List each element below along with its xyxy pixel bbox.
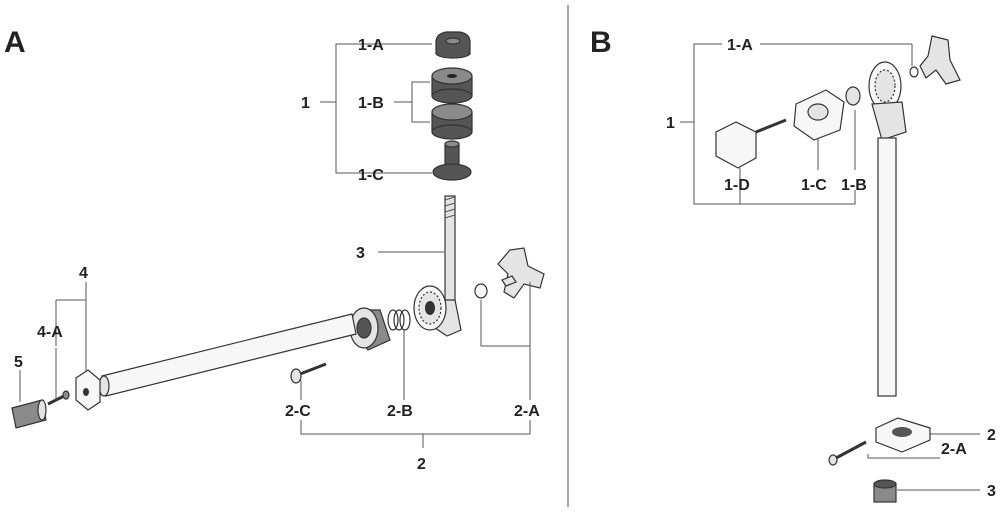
panel-a-letter: A	[4, 26, 26, 59]
part-a-5-end-cap	[11, 399, 47, 429]
part-a-1a-wing-nut	[435, 31, 471, 59]
part-a-4a-bolt	[47, 390, 70, 406]
panel-b: B 1 1-A 1-D 1-C 1-B	[590, 26, 996, 503]
label-a-2b: 2-B	[387, 403, 413, 420]
part-a-adjust-knob	[349, 307, 391, 351]
panel-b-letter: B	[590, 26, 612, 59]
part-a-2c-bolt	[290, 362, 327, 384]
label-a-2c: 2-C	[285, 403, 311, 420]
label-a-1a: 1-A	[358, 37, 384, 54]
label-a-2: 2	[417, 456, 426, 473]
part-b-1a-wing-bolt	[909, 35, 961, 85]
label-b-1a: 1-A	[727, 37, 753, 54]
group-1-leaders	[320, 43, 432, 174]
label-a-4a: 4-A	[37, 324, 63, 341]
part-a-tilter-gear	[413, 285, 447, 331]
part-a-2b-spring	[387, 309, 411, 331]
part-b-tilter-head	[868, 61, 907, 141]
label-b-1d: 1-D	[724, 177, 750, 194]
label-a-4: 4	[79, 265, 88, 282]
label-b-2: 2	[987, 427, 996, 444]
part-b-2-clamp	[875, 417, 931, 453]
part-b-2a-bolt	[828, 440, 867, 466]
part-a-boom-arm	[98, 313, 357, 397]
part-b-1c-gear-housing	[793, 89, 845, 141]
part-a-1b-felt-upper	[431, 67, 473, 104]
label-b-3: 3	[987, 483, 996, 500]
part-a-1c-cymbal-seat	[432, 140, 472, 181]
label-b-1: 1	[666, 115, 675, 132]
part-a-1b-felt-lower	[431, 103, 473, 140]
label-a-5: 5	[14, 354, 23, 371]
part-b-3-end-cap	[873, 479, 897, 503]
part-b-1b-ring	[845, 86, 861, 106]
label-a-3: 3	[356, 245, 365, 262]
label-a-1b: 1-B	[358, 95, 384, 112]
label-b-2a: 2-A	[941, 441, 967, 458]
label-a-2a: 2-A	[514, 403, 540, 420]
part-a-4-clamp	[75, 369, 101, 411]
part-a-washer	[474, 283, 488, 299]
label-b-1c: 1-C	[801, 177, 827, 194]
panel-a: A 1 1-A 1-B 1-C	[4, 26, 545, 473]
label-b-1b: 1-B	[841, 177, 867, 194]
part-a-2a-wing-bolt	[497, 247, 545, 299]
label-a-1: 1	[301, 95, 310, 112]
label-a-1c: 1-C	[358, 167, 384, 184]
part-b-1d-clamp	[715, 118, 787, 169]
part-b-rod	[877, 137, 897, 397]
